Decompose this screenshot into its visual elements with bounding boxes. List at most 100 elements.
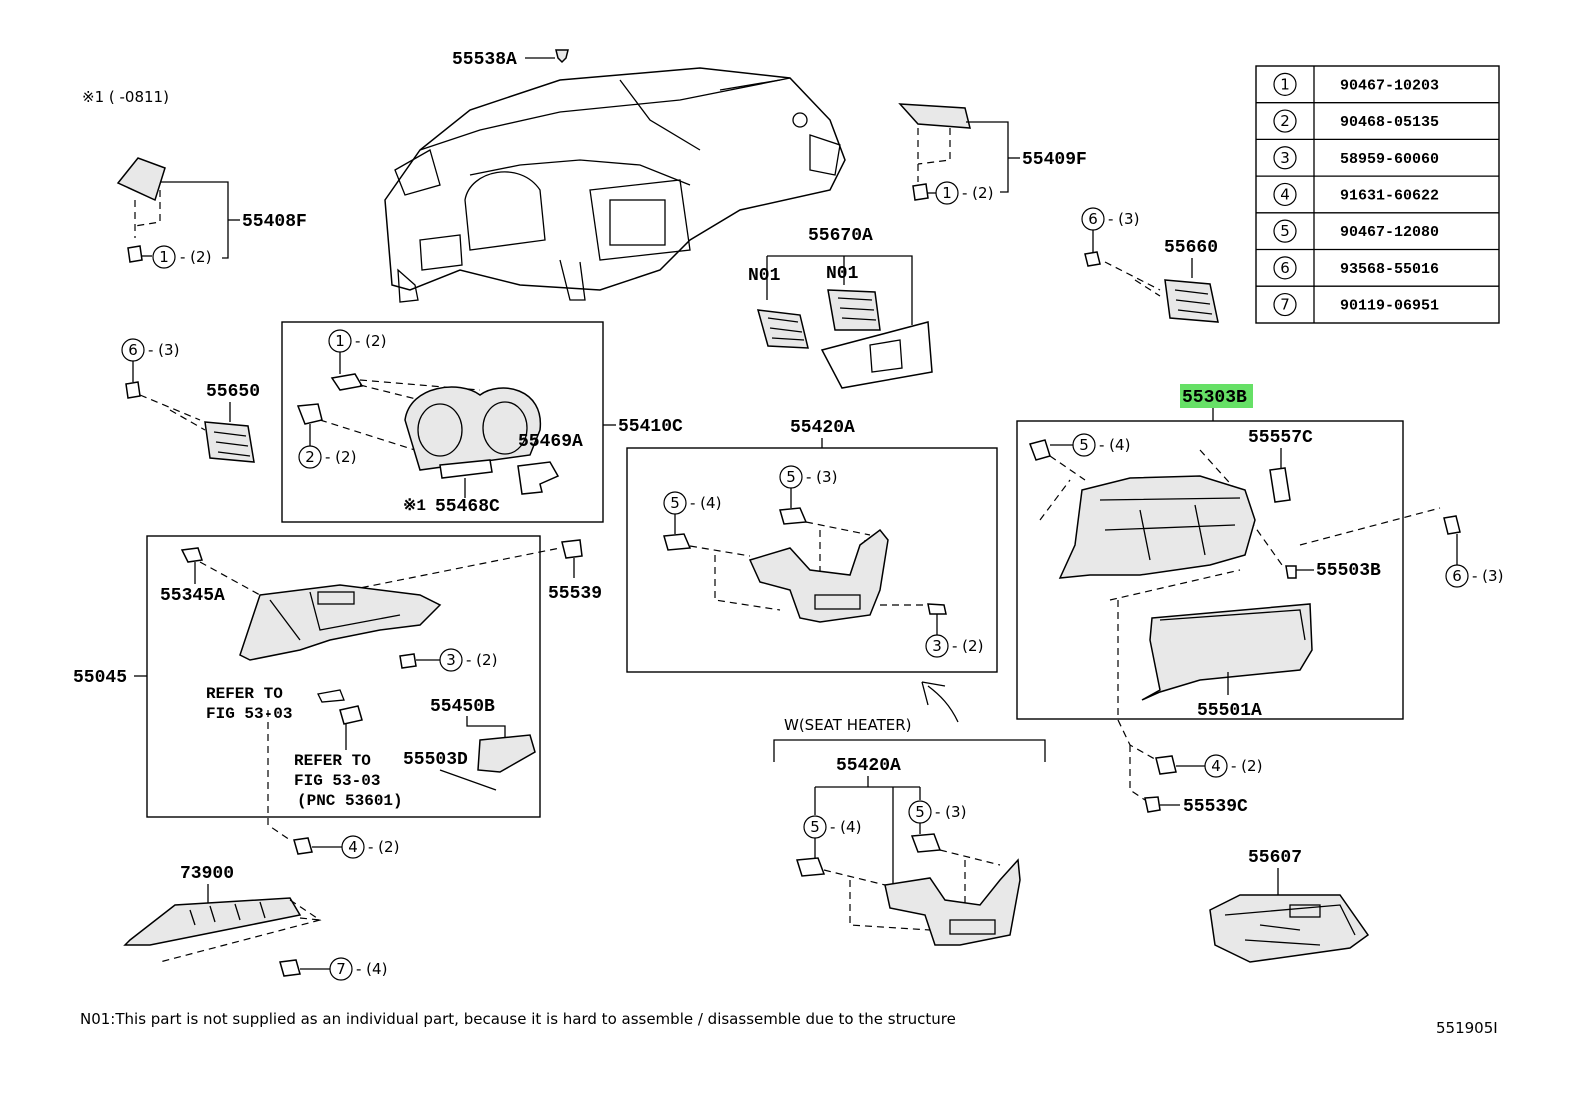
table-row-number: 4	[1280, 185, 1290, 203]
svg-text:5: 5	[915, 803, 925, 821]
table-row-number-circle	[1273, 219, 1297, 243]
label-55450B: 55450B	[430, 697, 495, 717]
svg-text:3: 3	[446, 651, 456, 669]
svg-text:5: 5	[670, 494, 680, 512]
label-55670A: 55670A	[808, 226, 873, 246]
svg-text:- (4): - (4)	[690, 494, 721, 512]
note-seat-heater: W(SEAT HEATER)	[784, 716, 911, 734]
callout-c11: 3 - (2)	[416, 648, 497, 672]
svg-text:2: 2	[305, 448, 315, 466]
svg-text:- (3): - (3)	[1472, 567, 1503, 585]
label-55503B: 55503B	[1316, 561, 1381, 581]
group-55420A-seat-heater[interactable]: W(SEAT HEATER) 55420A	[773, 716, 1046, 946]
svg-text:6: 6	[1452, 567, 1462, 585]
part-55539C[interactable]: 55539C	[1117, 600, 1248, 817]
svg-text:- (2): - (2)	[180, 248, 211, 266]
label-55650: 55650	[206, 382, 260, 402]
part-55607[interactable]: 55607	[1209, 848, 1370, 963]
svg-text:5: 5	[810, 818, 820, 836]
group-55303B[interactable]: 55303B 55557C 55503B 55501A	[1016, 384, 1404, 721]
label-55501A: 55501A	[1197, 701, 1262, 721]
parts-table	[1255, 65, 1500, 324]
label-55420A-bottom: 55420A	[836, 756, 901, 776]
part-55538A[interactable]: 55538A	[452, 49, 569, 70]
table-row-number: 7	[1280, 296, 1290, 314]
svg-text:- (3): - (3)	[935, 803, 966, 821]
label-55503D: 55503D	[403, 750, 468, 770]
label-55538A: 55538A	[452, 50, 517, 70]
svg-text:- (2): - (2)	[355, 332, 386, 350]
table-row-number: 2	[1280, 112, 1290, 130]
callout-c7: 6 - (3)	[1299, 507, 1503, 588]
svg-text:- (2): - (2)	[325, 448, 356, 466]
table-row-part-number: 58959-60060	[1340, 151, 1439, 168]
svg-text:- (4): - (4)	[830, 818, 861, 836]
table-row-number: 5	[1280, 222, 1290, 240]
table-row-part-number: 90467-10203	[1340, 77, 1439, 94]
part-55650[interactable]: 55650	[125, 381, 260, 463]
callout-c16: 5 - (3)	[908, 800, 966, 834]
dashboard-panel-drawing	[384, 67, 846, 303]
table-row-number: 6	[1280, 259, 1290, 277]
label-55539C: 55539C	[1183, 797, 1248, 817]
label-55539: 55539	[548, 584, 602, 604]
label-55409F: 55409F	[1022, 150, 1087, 170]
svg-text:- (2): - (2)	[962, 184, 993, 202]
svg-text:- (2): - (2)	[466, 651, 497, 669]
callout-c3: 1 - (2)	[328, 329, 386, 374]
callout-c13: 4 - (2)	[293, 835, 399, 859]
label-55660: 55660	[1164, 238, 1218, 258]
table-row-part-number: 90119-06951	[1340, 298, 1439, 315]
label-55469A: 55469A	[518, 432, 583, 452]
callout-c17: 7 - (4)	[300, 957, 387, 981]
direction-arrow	[921, 681, 959, 723]
part-73900[interactable]: 73900	[123, 864, 322, 977]
table-row-part-number: 91631-60622	[1340, 187, 1439, 204]
callout-c9: 5 - (3)	[779, 465, 837, 508]
group-55420A-top[interactable]: 55420A	[626, 418, 998, 673]
group-55045[interactable]: 55045 55345A 55539 REFER TO FIG 53-03 RE…	[73, 535, 602, 841]
table-row-number-circle	[1273, 182, 1297, 207]
part-55670A[interactable]: 55670A N01 N01	[748, 226, 933, 389]
note-star1-marker: ※1	[403, 497, 426, 515]
part-55660[interactable]: 55660	[1084, 238, 1219, 323]
table-row-number-circle	[1273, 146, 1297, 170]
label-55557C: 55557C	[1248, 428, 1313, 448]
svg-text:4: 4	[348, 838, 358, 856]
label-55468C: 55468C	[435, 497, 500, 517]
part-55409F[interactable]: 55409F	[898, 103, 1087, 201]
callout-c14: 4 - (2)	[1176, 754, 1262, 778]
table-row-part-number: 93568-55016	[1340, 261, 1439, 278]
label-55303B: 55303B	[1182, 388, 1247, 408]
callout-c6: 6 - (3)	[121, 338, 179, 382]
group-55410C[interactable]: 55410C 55469A ※1 55468C	[281, 321, 683, 523]
table-row-number-circle	[1273, 72, 1297, 96]
note-refer1-line2: FIG 53-03	[206, 705, 292, 723]
part-55408F[interactable]: 55408F	[116, 157, 307, 263]
svg-text:1: 1	[159, 248, 169, 266]
svg-text:6: 6	[128, 341, 138, 359]
label-N01-b: N01	[826, 264, 859, 284]
svg-text:6: 6	[1088, 210, 1098, 228]
svg-text:- (4): - (4)	[356, 960, 387, 978]
table-row-number: 1	[1280, 75, 1290, 93]
svg-text:- (2): - (2)	[368, 838, 399, 856]
table-row-part-number: 90468-05135	[1340, 114, 1439, 131]
footnote-n01: N01:This part is not supplied as an indi…	[80, 1010, 956, 1028]
svg-text:5: 5	[786, 468, 796, 486]
callout-c5: 6 - (3)	[1081, 207, 1139, 252]
svg-text:- (2): - (2)	[1231, 757, 1262, 775]
table-row: 2 90468-05135	[1273, 109, 1439, 133]
label-55410C: 55410C	[618, 417, 683, 437]
svg-text:5: 5	[1079, 436, 1089, 454]
table-row: 1 90467-10203	[1273, 72, 1439, 96]
svg-text:1: 1	[335, 332, 345, 350]
callout-c4: 2 - (2)	[298, 424, 356, 469]
table-row-number-circle	[1273, 256, 1297, 280]
svg-text:- (3): - (3)	[148, 341, 179, 359]
callout-c15: 5 - (4)	[803, 815, 861, 858]
